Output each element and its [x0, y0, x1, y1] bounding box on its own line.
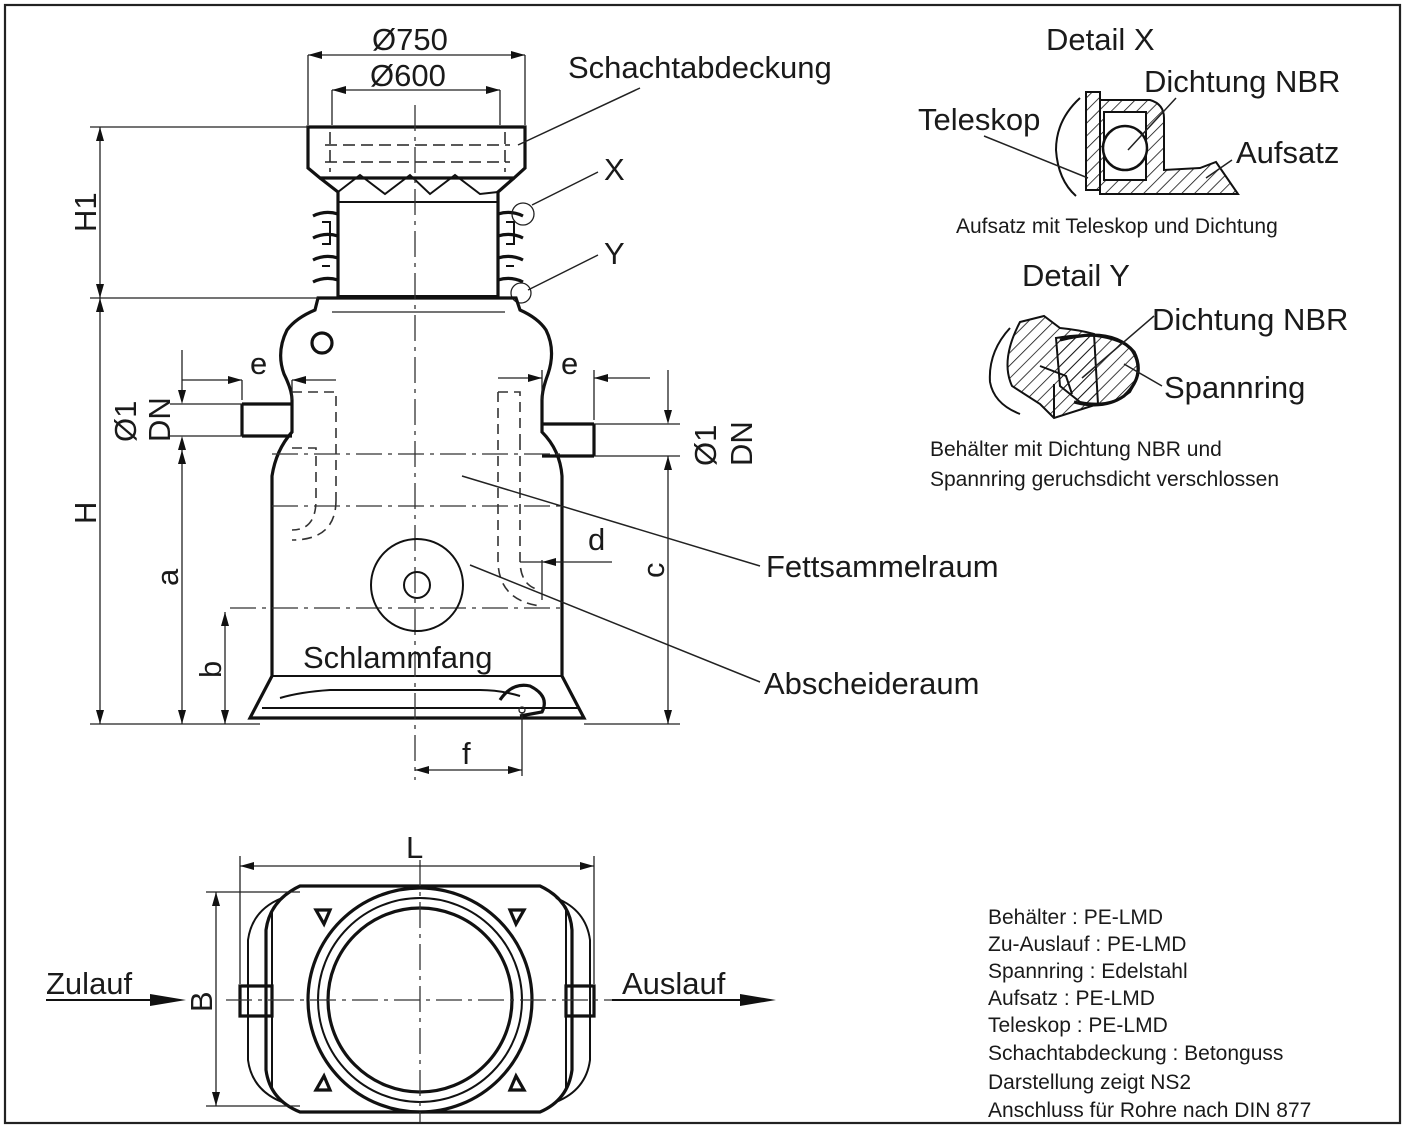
drawing-border	[3, 3, 1402, 1125]
detail-y-dichtung: Dichtung NBR	[1152, 302, 1348, 337]
dim-b: b	[193, 661, 228, 678]
material-line: Anschluss für Rohre nach DIN 877	[988, 1099, 1311, 1122]
manhole-cover	[306, 125, 527, 180]
dim-h: H	[68, 502, 103, 524]
materials-list: Behälter : PE-LMD Zu-Auslauf : PE-LMD Sp…	[988, 906, 1311, 1122]
separator-chamber	[370, 538, 464, 632]
dim-l: L	[406, 830, 423, 865]
label-y: Y	[604, 236, 625, 271]
dim-d600: Ø600	[370, 58, 446, 93]
label-zulauf: Zulauf	[46, 966, 133, 1001]
label-abscheideraum: Abscheideraum	[764, 666, 979, 701]
dim-d750: Ø750	[372, 22, 448, 57]
detail-x-marker	[511, 202, 535, 226]
detail-y-drawing	[988, 314, 1163, 420]
material-line: Spannring : Edelstahl	[988, 960, 1188, 983]
dim-e-right: e	[561, 346, 578, 381]
dim-c: c	[636, 563, 671, 579]
telescope-ribs	[312, 210, 524, 284]
detail-y-caption-2: Spannring geruchsdicht verschlossen	[930, 468, 1279, 491]
dim-a: a	[150, 568, 185, 586]
detail-x-drawing	[983, 91, 1240, 197]
detail-y-marker	[510, 282, 532, 304]
side-view	[230, 105, 596, 780]
telescope	[319, 176, 516, 298]
top-view	[46, 856, 776, 1122]
lifting-eye	[310, 331, 334, 355]
dim-h1: H1	[68, 192, 103, 232]
detail-y-caption-1: Behälter mit Dichtung NBR und	[930, 438, 1222, 461]
dim-dn-right: DN	[724, 421, 759, 466]
detail-x-caption: Aufsatz mit Teleskop und Dichtung	[956, 215, 1278, 238]
label-auslauf: Auslauf	[622, 966, 726, 1001]
material-line: Aufsatz : PE-LMD	[988, 987, 1155, 1010]
dim-b-top: B	[184, 991, 219, 1012]
dim-d1-left: Ø1	[108, 401, 143, 442]
label-x: X	[604, 152, 625, 187]
material-line: Teleskop : PE-LMD	[988, 1014, 1168, 1037]
material-line: Darstellung zeigt NS2	[988, 1071, 1191, 1094]
material-line: Schachtabdeckung : Betonguss	[988, 1042, 1283, 1065]
dim-dn-left: DN	[142, 397, 177, 442]
inlet-pipe	[240, 402, 292, 438]
material-line: Zu-Auslauf : PE-LMD	[988, 933, 1186, 956]
tank-body	[247, 296, 587, 720]
dim-f: f	[462, 736, 471, 771]
detail-y-title: Detail Y	[1022, 258, 1130, 293]
detail-x-dichtung: Dichtung NBR	[1144, 64, 1340, 99]
dim-d1-right: Ø1	[688, 425, 723, 466]
material-line: Behälter : PE-LMD	[988, 906, 1163, 929]
label-fettsammelraum: Fettsammelraum	[766, 549, 999, 584]
label-schachtabdeckung: Schachtabdeckung	[568, 50, 832, 85]
detail-y-spannring: Spannring	[1164, 370, 1305, 405]
dimension-lines	[90, 51, 761, 776]
detail-x-aufsatz: Aufsatz	[1236, 135, 1339, 170]
label-schlammfang: Schlammfang	[303, 640, 493, 675]
detail-x-teleskop: Teleskop	[918, 102, 1040, 137]
dim-d: d	[588, 522, 605, 557]
dim-e-left: e	[250, 346, 267, 381]
detail-x-title: Detail X	[1046, 22, 1155, 57]
separator-core	[403, 571, 431, 599]
outlet-pipe	[542, 422, 596, 458]
